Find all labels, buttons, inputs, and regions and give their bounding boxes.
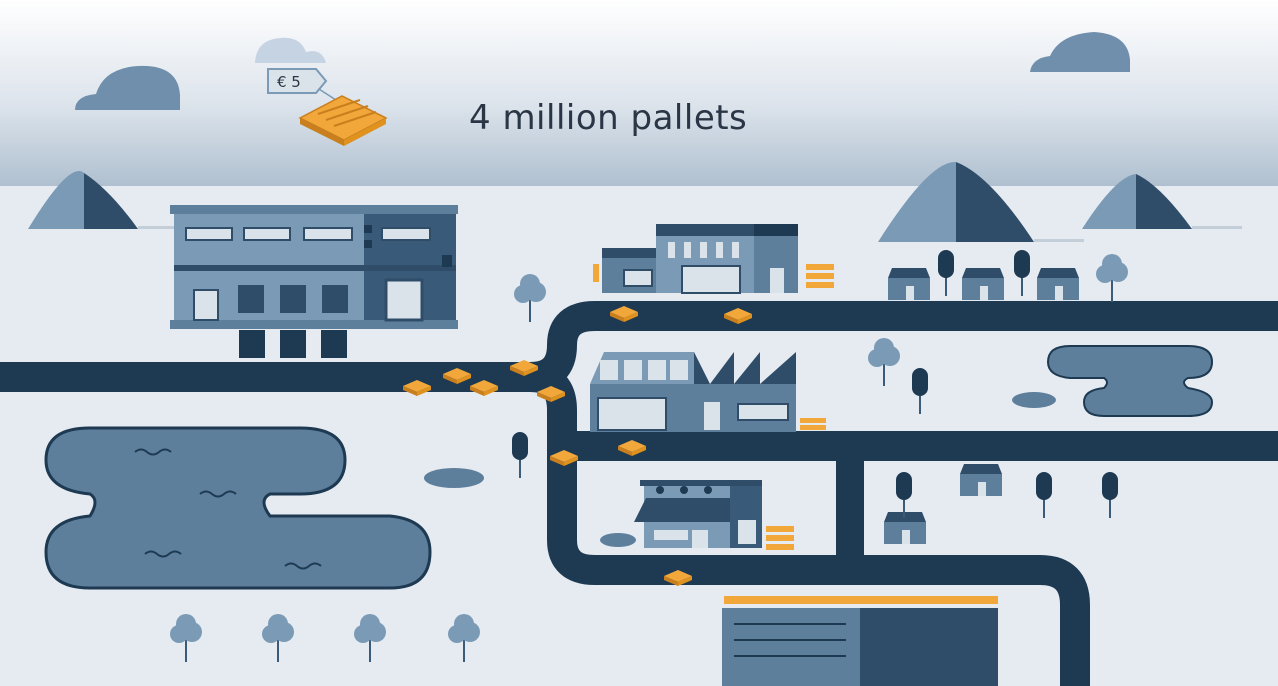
roads (0, 301, 1278, 686)
sky (0, 0, 1278, 188)
house (1037, 268, 1079, 300)
house (888, 268, 930, 300)
warehouse (170, 205, 458, 329)
pallet-stack (806, 264, 834, 288)
cloud (1030, 32, 1130, 72)
pond (44, 426, 432, 590)
bush (424, 468, 484, 488)
pond (1046, 345, 1214, 417)
price-tag-text: € 5 (277, 73, 301, 91)
shop (634, 480, 762, 548)
farm-fields (722, 596, 998, 686)
factory-top (593, 224, 798, 294)
house (960, 464, 1002, 496)
mountain (878, 161, 1084, 242)
mountain (1082, 174, 1242, 229)
cloud (255, 37, 326, 63)
price-tag (267, 68, 328, 94)
factory-middle (590, 352, 796, 432)
bush (1012, 392, 1056, 408)
pallet-with-price-tag: € 5 (267, 68, 388, 146)
cloud (75, 65, 180, 110)
pallet-stack (766, 526, 794, 550)
pallet-stack (800, 418, 826, 430)
bush (600, 533, 636, 547)
mountain (28, 170, 178, 229)
headline: 4 million pallets (469, 98, 748, 138)
house (962, 268, 1004, 300)
